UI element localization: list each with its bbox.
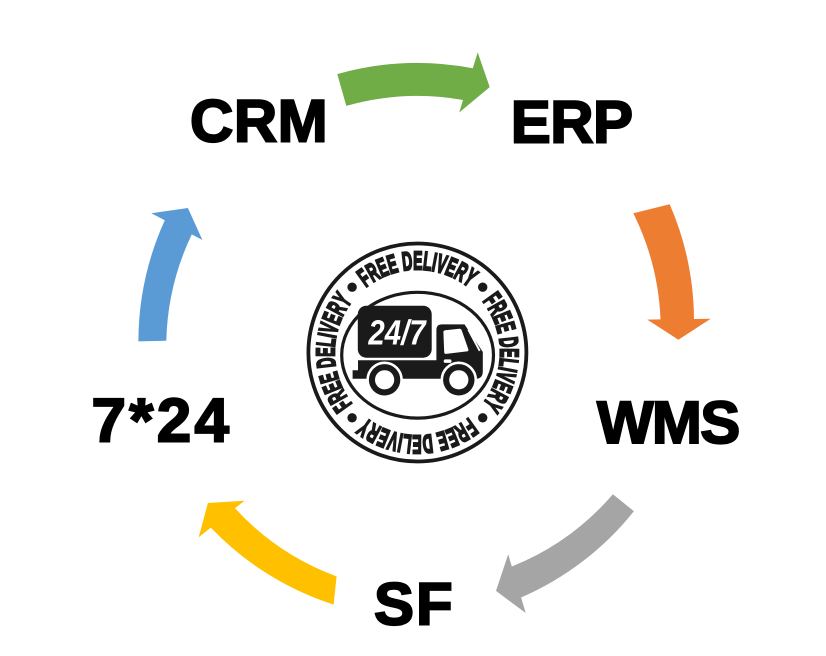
svg-text:SF: SF xyxy=(374,571,455,638)
svg-text:ERP: ERP xyxy=(511,89,633,156)
svg-text:7*24: 7*24 xyxy=(92,387,233,456)
svg-text:WMS: WMS xyxy=(597,389,739,456)
svg-text:CRM: CRM xyxy=(190,87,328,154)
